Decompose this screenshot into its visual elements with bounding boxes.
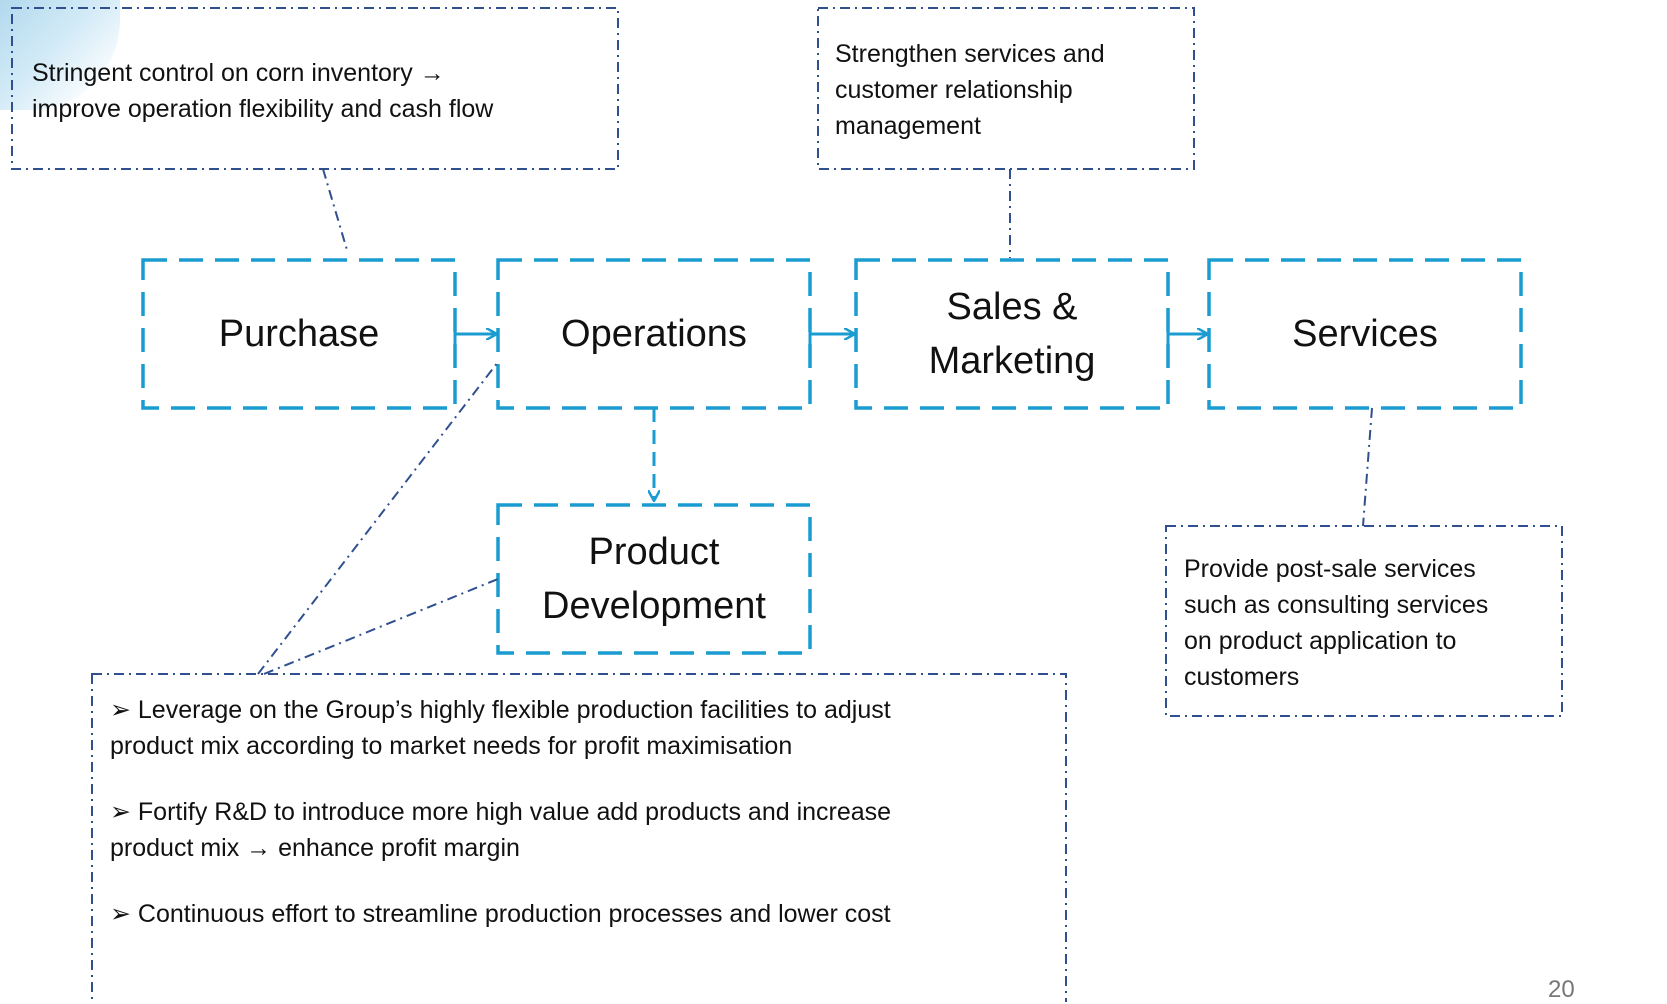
- arrow-right-icon: [1166, 322, 1207, 346]
- purchase-note-line1: Stringent control on corn inventory →: [32, 59, 445, 87]
- services-note-line3: on product application to: [1184, 627, 1457, 655]
- product-development-box: Product Development: [498, 505, 810, 653]
- operations-note: ➢ Leverage on the Group’s highly flexibl…: [110, 692, 1060, 932]
- purchase-box: Purchase: [143, 260, 455, 408]
- sales-marketing-label-line1: Sales &: [946, 286, 1078, 328]
- product-dev-callout-line: [263, 578, 499, 675]
- sales-marketing-box: Sales & Marketing: [856, 260, 1168, 408]
- services-callout-line: [1362, 407, 1373, 527]
- bullet-text-line2: product mix → enhance profit margin: [110, 834, 520, 862]
- services-note: Provide post-sale services such as consu…: [1184, 551, 1559, 695]
- purchase-label: Purchase: [218, 313, 380, 355]
- services-note-line4: customers: [1184, 663, 1300, 691]
- arrow-right-icon: [453, 322, 496, 346]
- purchase-note-line2: improve operation flexibility and cash f…: [32, 95, 494, 123]
- bullet-arrow-icon: ➢: [110, 900, 131, 928]
- services-note-line1: Provide post-sale services: [1184, 555, 1476, 583]
- bullet-text-line1: Leverage on the Group’s highly flexible …: [137, 696, 891, 724]
- product-development-label-line2: Development: [542, 585, 766, 627]
- sales-note-line1: Strengthen services and: [835, 40, 1105, 68]
- services-note-line2: such as consulting services: [1184, 591, 1489, 619]
- bullet-arrow-icon: ➢: [110, 696, 131, 724]
- purchase-note: Stringent control on corn inventory → im…: [32, 55, 612, 127]
- sales-note: Strengthen services and customer relatio…: [835, 36, 1190, 144]
- bullet-text-line1: Fortify R&D to introduce more high value…: [137, 798, 892, 826]
- purchase-callout-line: [322, 168, 348, 251]
- sales-note-line2: customer relationship: [835, 76, 1073, 104]
- page-number: 20: [1548, 976, 1575, 1003]
- sales-marketing-label-line2: Marketing: [928, 340, 1096, 382]
- bullet-text-line1: Continuous effort to streamline producti…: [137, 900, 891, 928]
- bullet-item: ➢ Leverage on the Group’s highly flexibl…: [110, 692, 1060, 764]
- bullet-text-line2: product mix according to market needs fo…: [110, 732, 793, 760]
- operations-callout-line: [257, 361, 499, 675]
- arrow-right-icon: [808, 322, 854, 346]
- bullet-item: ➢ Fortify R&D to introduce more high val…: [110, 794, 1060, 866]
- services-label: Services: [1292, 313, 1438, 355]
- sales-note-line3: management: [835, 112, 981, 140]
- operations-label: Operations: [561, 313, 747, 355]
- bullet-arrow-icon: ➢: [110, 798, 131, 826]
- operations-box: Operations: [498, 260, 810, 408]
- services-box: Services: [1209, 260, 1521, 408]
- product-development-label-line1: Product: [588, 531, 720, 573]
- bullet-item: ➢ Continuous effort to streamline produc…: [110, 896, 1060, 932]
